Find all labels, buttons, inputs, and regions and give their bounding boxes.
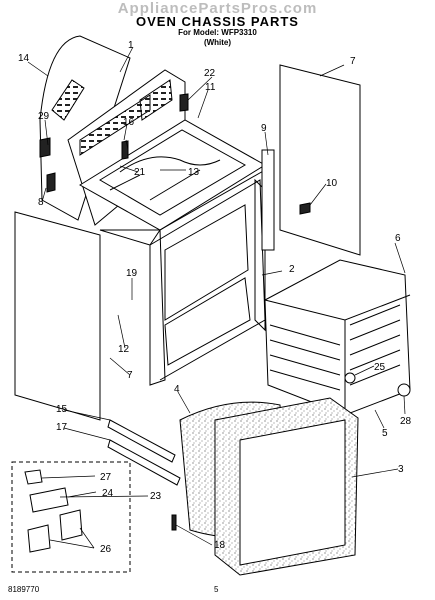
left-side-panel xyxy=(14,211,101,421)
foot-28 xyxy=(397,383,411,397)
callout-28: 28 xyxy=(400,416,412,427)
bracket-15 xyxy=(107,419,176,463)
callout-16: 16 xyxy=(123,117,135,128)
callout-25: 25 xyxy=(374,362,386,373)
top-frame-inner xyxy=(99,129,247,216)
callout-12: 12 xyxy=(118,344,130,355)
back-panel-vents-2 xyxy=(139,79,173,121)
side-panel-vents xyxy=(51,79,85,121)
document-number: 8189770 xyxy=(8,585,40,594)
callout-10: 10 xyxy=(326,178,338,189)
connector-29 xyxy=(39,137,51,158)
callout-7b: 7 xyxy=(127,370,133,381)
callout-labels: 1 14 7 22 11 29 16 9 10 13 21 8 6 2 19 1… xyxy=(18,40,412,555)
model-line: For Model: WFP3310 xyxy=(178,28,257,37)
clip-27 xyxy=(24,469,43,485)
callout-22: 22 xyxy=(204,68,216,79)
oven-liner xyxy=(264,259,411,416)
callout-24: 24 xyxy=(102,488,114,499)
callout-2: 2 xyxy=(289,264,295,275)
callout-1: 1 xyxy=(128,40,134,51)
callout-29: 29 xyxy=(38,111,50,122)
terminal-8 xyxy=(46,172,56,193)
leader-lines xyxy=(27,46,406,549)
watermark: AppliancePartsPros.com xyxy=(117,0,318,17)
screw-18 xyxy=(171,514,177,531)
sheet-title: OVEN CHASSIS PARTS xyxy=(136,14,299,29)
hinge-22 xyxy=(179,93,189,112)
callout-27: 27 xyxy=(100,472,112,483)
callout-18: 18 xyxy=(214,540,226,551)
callout-23: 23 xyxy=(150,491,162,502)
inset-box xyxy=(11,461,131,573)
callout-3: 3 xyxy=(398,464,404,475)
knob-25 xyxy=(344,372,356,384)
callout-7a: 7 xyxy=(350,56,356,67)
callout-4: 4 xyxy=(174,384,180,395)
callout-21: 21 xyxy=(134,167,146,178)
callout-11: 11 xyxy=(205,82,216,93)
door-panel xyxy=(279,64,361,256)
callout-8: 8 xyxy=(38,197,44,208)
callout-6: 6 xyxy=(395,233,401,244)
block-26a xyxy=(27,524,51,553)
burner-box-wave xyxy=(119,156,221,173)
clip-10 xyxy=(299,202,311,215)
callout-14: 14 xyxy=(18,53,30,64)
callout-5: 5 xyxy=(382,428,388,439)
callout-15: 15 xyxy=(56,404,68,415)
page-number: 5 xyxy=(214,585,219,594)
oven-liner-racks xyxy=(269,324,341,391)
callout-13: 13 xyxy=(188,167,200,178)
callout-19: 19 xyxy=(126,268,138,279)
chassis-frame xyxy=(99,229,166,386)
bracket-17 xyxy=(107,439,181,486)
plate-24 xyxy=(29,487,69,513)
side-bracket xyxy=(261,149,275,251)
callout-26: 26 xyxy=(100,544,112,555)
callout-9: 9 xyxy=(261,123,267,134)
block-26b xyxy=(59,509,83,541)
color-line: (White) xyxy=(203,38,232,47)
hinge-16 xyxy=(121,140,129,160)
callout-17: 17 xyxy=(56,422,68,433)
